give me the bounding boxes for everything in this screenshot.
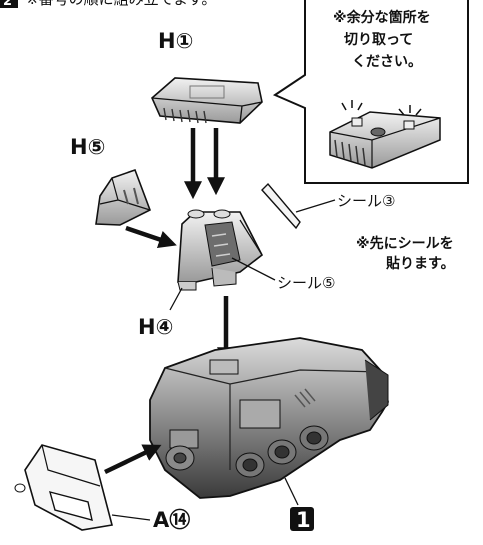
side-note-line-2: 貼ります。 bbox=[386, 255, 455, 272]
step-badge bbox=[0, 0, 18, 8]
cut-mark-right bbox=[398, 105, 422, 116]
trim-callout: ※余分な箇所を 切り取って ください。 bbox=[272, 0, 469, 184]
arrow-h5 bbox=[125, 225, 177, 249]
body-badge-leader bbox=[284, 477, 299, 506]
part-h5 bbox=[95, 168, 152, 226]
body-badge-number: 1 bbox=[296, 508, 311, 532]
arrow-a14 bbox=[104, 444, 162, 475]
cut-mark-left bbox=[341, 100, 363, 111]
callout-line-3: ください。 bbox=[352, 54, 422, 70]
main-body-part bbox=[149, 337, 389, 499]
instruction-header: 2 ※番号の順に組み立てます。 bbox=[0, 0, 216, 9]
seal-5-leader bbox=[231, 257, 276, 281]
instruction-text: ※番号の順に組み立てます。 bbox=[26, 0, 216, 8]
a14-leader bbox=[111, 514, 151, 521]
step-badge-number: 2 bbox=[3, 0, 12, 9]
part-a14 bbox=[14, 444, 113, 531]
part-h4-assembly bbox=[177, 209, 264, 291]
seal-5-panel bbox=[204, 221, 241, 267]
label-h1: H① bbox=[158, 29, 193, 53]
side-note-line-1: ※先にシールを bbox=[356, 235, 454, 252]
label-h4: H④ bbox=[138, 315, 173, 339]
seal-3-strip bbox=[261, 182, 301, 230]
label-a14: A⑭ bbox=[153, 508, 190, 532]
part-h1 bbox=[151, 77, 263, 124]
callout-line-1: ※余分な箇所を bbox=[333, 9, 431, 26]
callout-line-2: 切り取って bbox=[344, 32, 413, 48]
trimmed-part-illustration bbox=[329, 100, 441, 169]
label-h5: H⑤ bbox=[70, 135, 105, 159]
label-seal-5: シール⑤ bbox=[277, 274, 335, 292]
body-badge bbox=[290, 507, 314, 531]
seal-3-leader bbox=[295, 199, 336, 213]
label-seal-3: シール③ bbox=[337, 192, 395, 210]
cylinder-ports bbox=[235, 425, 329, 478]
h4-leader bbox=[169, 287, 183, 311]
front-connector bbox=[165, 429, 199, 471]
